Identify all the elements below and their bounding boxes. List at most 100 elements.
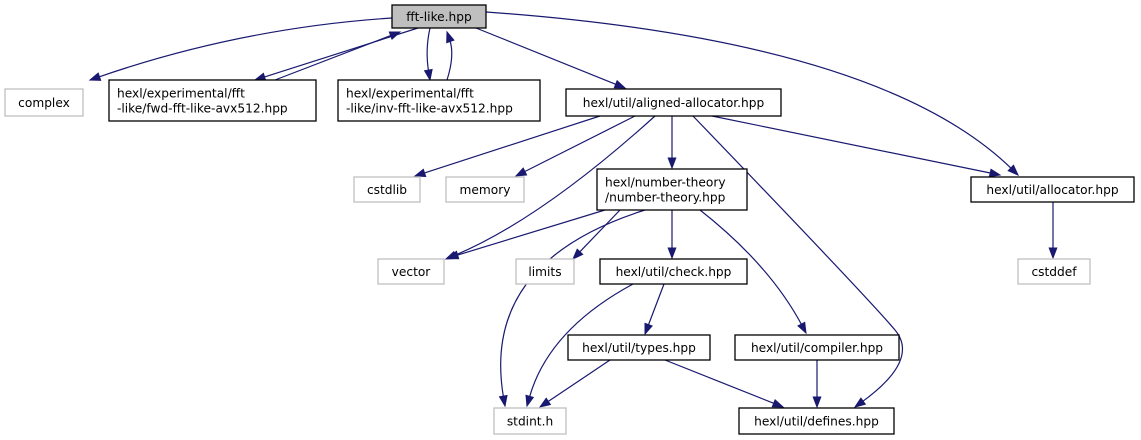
node-box — [445, 176, 525, 203]
node-box — [599, 258, 748, 285]
edge-aligned-alloc-to-defines — [692, 115, 904, 408]
node-box — [493, 407, 567, 435]
node-compiler[interactable]: hexl/util/compiler.hpp — [734, 334, 900, 361]
edge-fft-like-to-allocator — [485, 11, 1020, 176]
node-box — [108, 79, 317, 122]
node-label: memory — [460, 183, 511, 197]
arrowhead-icon — [514, 167, 528, 177]
node-box — [377, 258, 445, 285]
node-number-theory[interactable]: hexl/number-theory/number-theory.hpp — [596, 168, 748, 211]
node-label: hexl/util/allocator.hpp — [986, 183, 1118, 197]
edges-layer — [88, 11, 1058, 409]
node-box — [353, 176, 421, 203]
node-types[interactable]: hexl/util/types.hpp — [567, 334, 711, 361]
arrowhead-icon — [423, 68, 433, 82]
edge-aligned-alloc-to-cstdlib — [413, 115, 601, 178]
node-label: hexl/util/check.hpp — [616, 265, 732, 279]
node-fft-like[interactable]: fft-like.hpp — [391, 4, 487, 29]
arrowhead-icon — [988, 168, 1002, 178]
arrowhead-icon — [538, 397, 552, 408]
node-label: fft-like.hpp — [406, 10, 472, 24]
arrowhead-icon — [88, 72, 102, 81]
edge-allocator-to-cstddef — [1048, 202, 1058, 260]
edge-aligned-alloc-to-allocator — [711, 115, 1002, 178]
arrowhead-icon — [525, 394, 535, 408]
arrowhead-icon — [667, 157, 677, 170]
arrowhead-icon — [853, 397, 867, 408]
edge-types-to-stdint — [538, 359, 611, 408]
node-box — [970, 176, 1135, 203]
node-label: cstddef — [1031, 265, 1077, 279]
node-label: hexl/experimental/fft — [346, 86, 474, 100]
node-box — [596, 168, 748, 211]
node-label: stdint.h — [507, 414, 553, 428]
arrowhead-icon — [388, 31, 402, 40]
node-box — [567, 334, 711, 361]
node-box — [734, 334, 900, 361]
edge-check-to-stdint — [525, 283, 634, 408]
arrowhead-icon — [797, 321, 807, 335]
node-fwd-fft[interactable]: hexl/experimental/fft-like/fwd-fft-like-… — [108, 79, 317, 122]
node-vector: vector — [377, 258, 445, 285]
edge-types-to-defines — [664, 359, 785, 408]
edge-fft-like-to-inv-fft — [423, 27, 433, 82]
node-aligned-alloc[interactable]: hexl/util/aligned-allocator.hpp — [565, 88, 782, 117]
node-memory: memory — [445, 176, 525, 203]
node-cstdlib: cstdlib — [353, 176, 421, 203]
edge-fft-like-to-aligned-alloc — [475, 27, 627, 89]
node-box — [565, 88, 782, 117]
edge-number-theory-to-compiler — [699, 209, 807, 335]
arrowhead-icon — [812, 396, 822, 409]
arrowhead-icon — [667, 247, 677, 260]
edge-aligned-alloc-to-number-theory — [667, 116, 677, 170]
node-label: vector — [392, 265, 432, 279]
node-defines[interactable]: hexl/util/defines.hpp — [738, 407, 895, 435]
node-label: -like/inv-fft-like-avx512.hpp — [346, 101, 513, 115]
arrowhead-icon — [644, 322, 653, 336]
node-inv-fft[interactable]: hexl/experimental/fft-like/inv-fft-like-… — [337, 79, 541, 122]
edge-check-to-types — [644, 283, 665, 336]
node-label: hexl/util/types.hpp — [582, 341, 696, 355]
node-box — [738, 407, 895, 435]
node-label: hexl/util/defines.hpp — [754, 414, 879, 428]
edge-compiler-to-defines — [812, 360, 822, 409]
arrowhead-icon — [771, 398, 785, 408]
arrowhead-icon — [498, 394, 508, 408]
node-label: complex — [18, 96, 70, 110]
node-limits: limits — [515, 258, 575, 285]
arrowhead-icon — [446, 250, 460, 260]
node-box — [1017, 258, 1091, 285]
node-box — [391, 4, 487, 29]
edge-fft-like-to-complex — [88, 17, 393, 81]
arrowhead-icon — [1007, 164, 1020, 176]
node-box — [515, 258, 575, 285]
edge-inv-fft-to-fft-like — [446, 30, 455, 81]
node-box — [4, 88, 84, 117]
node-label: hexl/number-theory — [605, 175, 726, 189]
arrowhead-icon — [1048, 247, 1058, 260]
edge-number-theory-to-limits — [572, 209, 621, 261]
edge-fwd-fft-to-fft-like — [274, 31, 402, 81]
node-allocator[interactable]: hexl/util/allocator.hpp — [970, 176, 1135, 203]
node-label: cstdlib — [367, 183, 407, 197]
node-stdint: stdint.h — [493, 407, 567, 435]
edge-number-theory-to-vector — [446, 209, 606, 260]
nodes-layer: fft-like.hpp complex hexl/experimental/fft… — [4, 4, 1135, 435]
arrowhead-icon — [446, 30, 455, 44]
arrowhead-icon — [613, 79, 627, 89]
node-label: hexl/util/aligned-allocator.hpp — [583, 96, 765, 110]
node-complex: complex — [4, 88, 84, 117]
node-cstddef: cstddef — [1017, 258, 1091, 285]
node-label: /number-theory.hpp — [605, 190, 726, 204]
node-box — [337, 79, 541, 122]
node-label: limits — [528, 265, 561, 279]
node-label: hexl/experimental/fft — [117, 86, 245, 100]
arrowhead-icon — [413, 168, 427, 178]
node-label: -like/fwd-fft-like-avx512.hpp — [117, 101, 288, 115]
node-label: hexl/util/compiler.hpp — [751, 341, 883, 355]
arrowhead-icon — [572, 248, 584, 261]
edge-aligned-alloc-to-memory — [514, 115, 636, 177]
node-check[interactable]: hexl/util/check.hpp — [599, 258, 748, 285]
edge-number-theory-to-stdint — [498, 209, 646, 408]
